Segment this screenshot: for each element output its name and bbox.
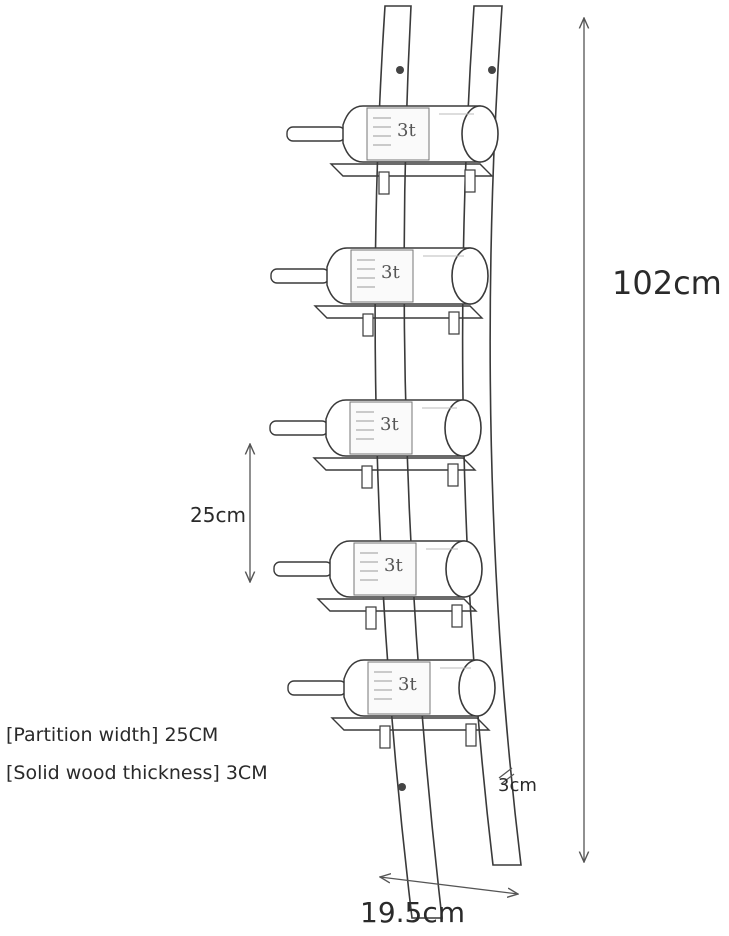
holder-bracket xyxy=(448,311,460,335)
bottle-neck xyxy=(273,561,333,577)
bottle: 3t xyxy=(287,659,496,749)
bottle-label-text: 3t xyxy=(397,120,416,141)
bottle-base xyxy=(444,399,482,457)
width-arrow xyxy=(380,877,518,894)
bottle-group: 3t 3t 3t 3t 3t xyxy=(269,105,499,749)
holder-bracket xyxy=(362,313,374,337)
holder-bracket xyxy=(361,465,373,489)
holder-bracket xyxy=(464,169,476,193)
bottle-label-text: 3t xyxy=(384,555,403,576)
thickness-tick xyxy=(498,767,513,779)
bottle: 3t xyxy=(269,399,482,489)
bottle-base xyxy=(451,247,489,305)
metal-holder xyxy=(316,598,478,612)
bottle: 3t xyxy=(273,540,483,630)
bottle-spacing-label: 25cm xyxy=(190,503,246,527)
spec-wood-thickness: [Solid wood thickness] 3CM xyxy=(6,762,268,784)
holder-bracket xyxy=(378,171,390,195)
bottle-neck xyxy=(270,268,330,284)
holder-bracket xyxy=(451,604,463,628)
bottle-label xyxy=(350,249,414,303)
bottle-label xyxy=(349,401,413,455)
bottle-label-text: 3t xyxy=(381,262,400,283)
bottle: 3t xyxy=(270,247,489,337)
screw-hole xyxy=(488,66,496,74)
metal-holder xyxy=(329,163,494,177)
height-label: 102cm xyxy=(612,264,722,302)
screw-hole xyxy=(398,783,406,791)
holder-bracket xyxy=(465,723,477,747)
bottle-label-text: 3t xyxy=(398,674,417,695)
bottle-neck xyxy=(269,420,329,436)
spec-partition-width: [Partition width] 25CM xyxy=(6,724,219,746)
screw-hole xyxy=(396,66,404,74)
bottle-label xyxy=(353,542,417,596)
thickness-label: 3cm xyxy=(498,775,537,796)
bottle-neck xyxy=(287,680,347,696)
bottle-base xyxy=(458,659,496,717)
holder-bracket xyxy=(379,725,391,749)
metal-holder xyxy=(330,717,491,731)
bottle-label xyxy=(367,661,431,715)
holder-bracket xyxy=(447,463,459,487)
holder-bracket xyxy=(365,606,377,630)
bottle-label-text: 3t xyxy=(380,414,399,435)
thickness-tick xyxy=(500,773,515,785)
bottle-base xyxy=(461,105,499,163)
bottle-neck xyxy=(286,126,346,142)
bottle-base xyxy=(445,540,483,598)
width-label: 19.5cm xyxy=(360,896,466,929)
metal-holder xyxy=(313,305,484,319)
bottle: 3t xyxy=(286,105,499,195)
bottle-label xyxy=(366,107,430,161)
metal-holder xyxy=(312,457,477,471)
